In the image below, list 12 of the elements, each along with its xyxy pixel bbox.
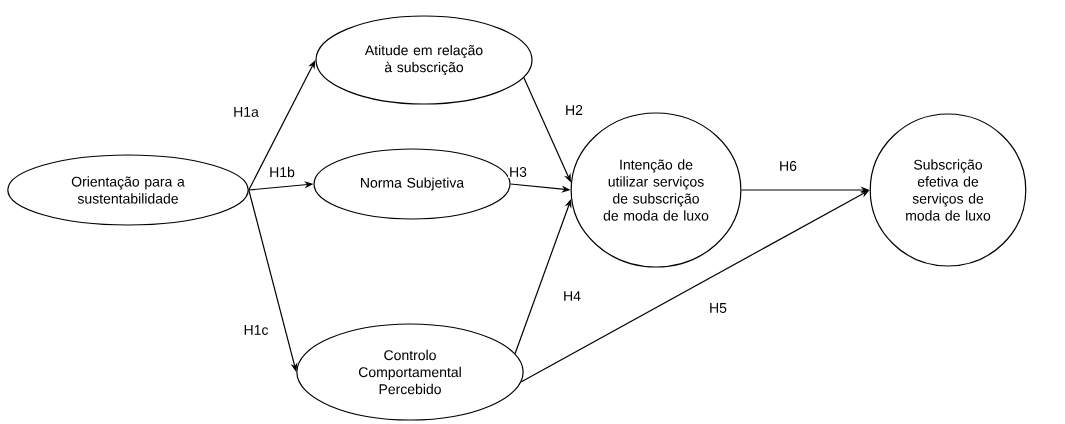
ellipse-node: Atitude em relação à subscrição (315, 15, 533, 105)
ellipse-node: Norma Subjetiva (313, 148, 511, 220)
edge-label: H5 (708, 302, 728, 314)
ellipse-node: Orientação para a sustentabilidade (7, 154, 249, 226)
edge-label: H1a (232, 106, 260, 118)
edge-label: H6 (778, 160, 798, 172)
edge-label: H4 (562, 290, 582, 302)
arrow (248, 60, 316, 191)
edge-label: H1c (242, 324, 270, 336)
ellipse-node: Subscrição efetiva de serviços de moda de luxo (869, 113, 1027, 267)
ellipse-node: Controlo Comportamental Percebido (296, 323, 524, 421)
edge-label: H3 (508, 166, 528, 178)
